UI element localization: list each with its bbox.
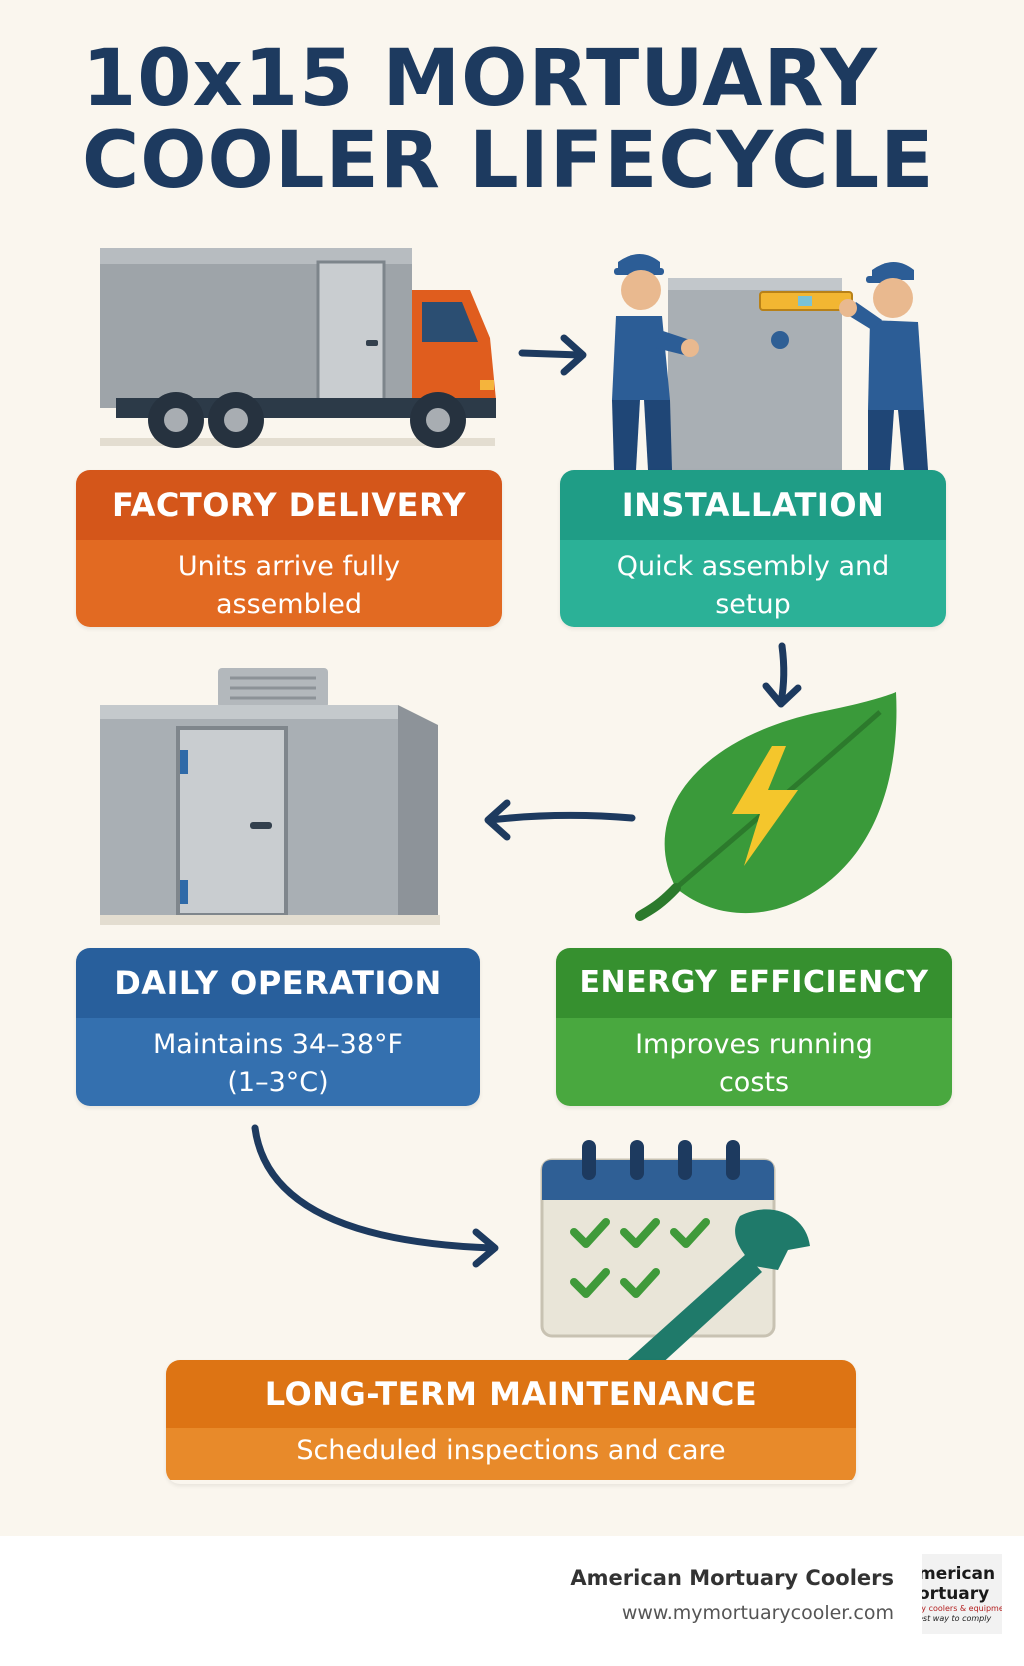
stage-description: Units arrive fully assembled (76, 540, 502, 627)
stage-description: Quick assembly and setup (560, 540, 946, 627)
logo-tagline: ry coolers & equipment (922, 1604, 1002, 1613)
energy-leaf-icon (635, 692, 897, 921)
arrow-delivery-to-installation (518, 334, 587, 376)
stage-factory-delivery: FACTORY DELIVERY Units arrive fully asse… (76, 470, 502, 627)
stage-heading: DAILY OPERATION (76, 948, 480, 1018)
stage-heading: INSTALLATION (560, 470, 946, 540)
maintenance-calendar-wrench-icon (540, 1140, 810, 1378)
brand-url[interactable]: www.mymortuarycooler.com (621, 1602, 894, 1624)
arrow-energy-to-operation (484, 799, 636, 841)
stage-description: Scheduled inspections and care (166, 1428, 856, 1480)
installer-workers-icon (612, 254, 928, 470)
cooler-unit-icon (100, 668, 440, 925)
stage-description: Improves running costs (556, 1018, 952, 1106)
stage-daily-operation: DAILY OPERATION Maintains 34–38°F (1–3°C… (76, 948, 480, 1106)
brand-logo: merican ortuary ry coolers & equipment e… (922, 1554, 1002, 1634)
stage-heading: ENERGY EFFICIENCY (556, 948, 952, 1018)
footer: American Mortuary Coolers www.mymortuary… (0, 1536, 1024, 1666)
logo-text: merican (922, 1564, 996, 1584)
stage-long-term-maintenance: LONG-TERM MAINTENANCE Scheduled inspecti… (166, 1360, 856, 1484)
stage-installation: INSTALLATION Quick assembly and setup (560, 470, 946, 627)
stage-description: Maintains 34–38°F (1–3°C) (76, 1018, 480, 1106)
stage-heading: FACTORY DELIVERY (76, 470, 502, 540)
brand-name: American Mortuary Coolers (570, 1566, 894, 1590)
logo-text: ortuary (922, 1584, 990, 1604)
logo-tagline: est way to comply (922, 1614, 992, 1623)
stage-heading: LONG-TERM MAINTENANCE (166, 1360, 856, 1428)
arrow-operation-to-maintenance (251, 1124, 499, 1268)
stage-energy-efficiency: ENERGY EFFICIENCY Improves running costs (556, 948, 952, 1106)
illustration-layer (100, 248, 928, 1378)
page-title: 10x15 MORTUARY COOLER LIFECYCLE (82, 34, 935, 206)
arrow-installation-to-energy (762, 642, 802, 708)
delivery-truck-icon (100, 248, 496, 448)
